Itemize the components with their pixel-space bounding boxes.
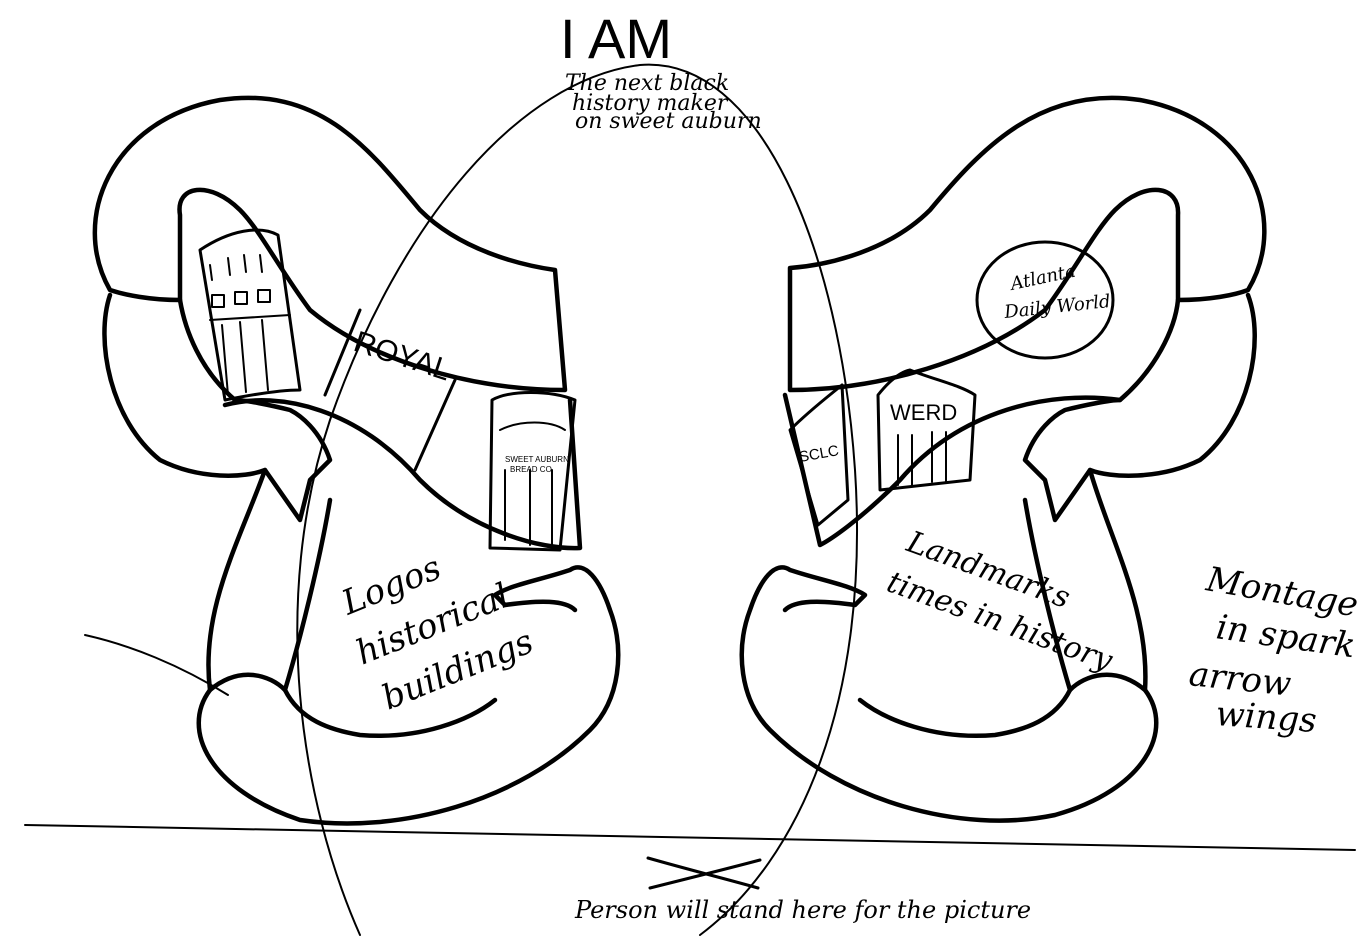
side-note: Montage in spark arrow wings <box>1187 559 1358 741</box>
atlanta-label-line-2: Daily World <box>1002 291 1111 323</box>
right-wing-bottom-loop <box>739 565 1159 823</box>
left-wing-middle-band <box>222 397 583 551</box>
historic-building-left <box>198 228 302 402</box>
sclc-building <box>788 383 850 527</box>
standing-note: Person will stand here for the picture <box>574 896 1031 924</box>
standing-mark-x <box>646 856 762 890</box>
storefront-sign-line-2: BREAD CO <box>510 465 552 474</box>
werd-building <box>876 368 977 492</box>
right-caption: Landmarks times in history <box>882 524 1118 679</box>
royal-banner-edge <box>323 308 457 472</box>
subhead: The next black history maker on sweet au… <box>565 71 762 134</box>
right-wing <box>739 95 1267 823</box>
person-oval <box>296 63 859 936</box>
right-wing-lower-body <box>1022 467 1148 693</box>
left-wing-inner-curve <box>282 687 498 738</box>
left-wing-middle-scoop <box>102 292 333 523</box>
headline: I AM <box>560 7 672 70</box>
atlanta-label-line-1: Atlanta <box>1007 261 1078 296</box>
left-wing-upper-hook <box>92 95 568 393</box>
subhead-line-1: The next black <box>565 71 729 96</box>
subhead-line-2: history maker <box>572 91 729 116</box>
right-wing-upper-hook <box>787 95 1267 393</box>
right-wing-inner-curve <box>857 687 1073 738</box>
left-caption: Logos historical buildings <box>335 548 538 719</box>
sclc-sign: SCLC <box>798 442 841 466</box>
ground-line <box>24 824 1356 851</box>
storefront-sign: SWEET AUBURN BREAD CO <box>505 455 569 474</box>
side-note-line-4: wings <box>1214 694 1318 741</box>
left-wing <box>92 95 621 826</box>
subhead-line-3: on sweet auburn <box>575 109 762 134</box>
right-wing-middle-scoop <box>1022 292 1257 523</box>
storefront-sign-line-1: SWEET AUBURN <box>505 455 569 464</box>
royal-banner-label: ROYAL <box>350 325 455 387</box>
atlanta-daily-world-oval <box>975 240 1115 360</box>
werd-sign: WERD <box>890 400 957 425</box>
left-wing-bottom-loop <box>196 565 621 826</box>
storefront-bread-co <box>488 391 577 552</box>
left-wing-lower-body <box>206 467 333 693</box>
